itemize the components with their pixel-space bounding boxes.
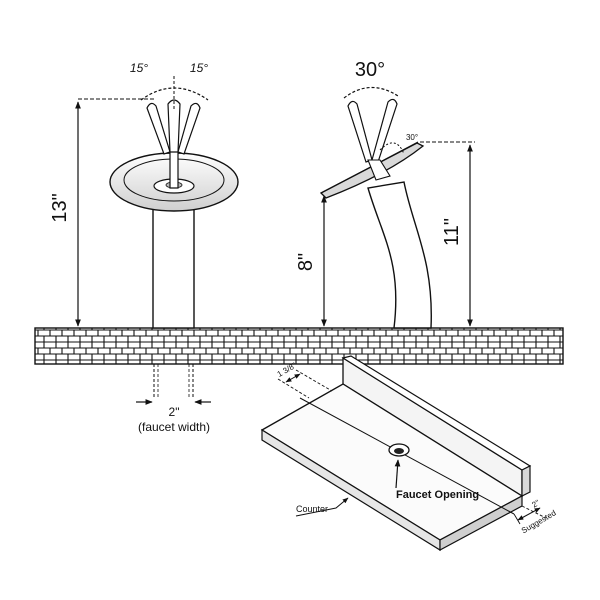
faucet-opening-label: Faucet Opening [396, 489, 479, 501]
front-angle-left-label: 15° [130, 61, 148, 75]
side-spread-angle-label: 30° [355, 59, 385, 81]
front-pedestal [152, 204, 195, 329]
front-angle-right-label: 15° [190, 61, 208, 75]
side-spout-arc [379, 142, 405, 155]
front-handle-left [146, 102, 171, 155]
side-total-height-dimension [420, 141, 475, 327]
faucet-width-caption: (faucet width) [138, 420, 210, 434]
front-handle-center [167, 99, 181, 153]
side-handle-left [347, 100, 373, 163]
counter-perspective-view [260, 355, 547, 552]
side-handle-right [371, 98, 398, 163]
front-height-dimension [75, 98, 156, 327]
front-view-faucet [109, 76, 239, 329]
faucet-width-dimension [136, 364, 211, 405]
side-spout-height-label: 8" [295, 253, 317, 271]
suggested-label: Suggested [520, 508, 558, 535]
side-total-height-label: 11" [441, 218, 463, 246]
suggested-value-label: 2" [530, 498, 541, 510]
counter-label: Counter [296, 504, 328, 514]
side-spread-arc [343, 86, 399, 99]
brick-countertop [34, 327, 564, 365]
front-handle-right [177, 102, 201, 155]
side-view-faucet [319, 86, 432, 329]
faucet-width-label: 2" [169, 405, 180, 419]
front-height-label: 13" [49, 193, 71, 222]
side-spout-angle-label: 30° [406, 133, 418, 142]
side-neck [367, 181, 432, 329]
